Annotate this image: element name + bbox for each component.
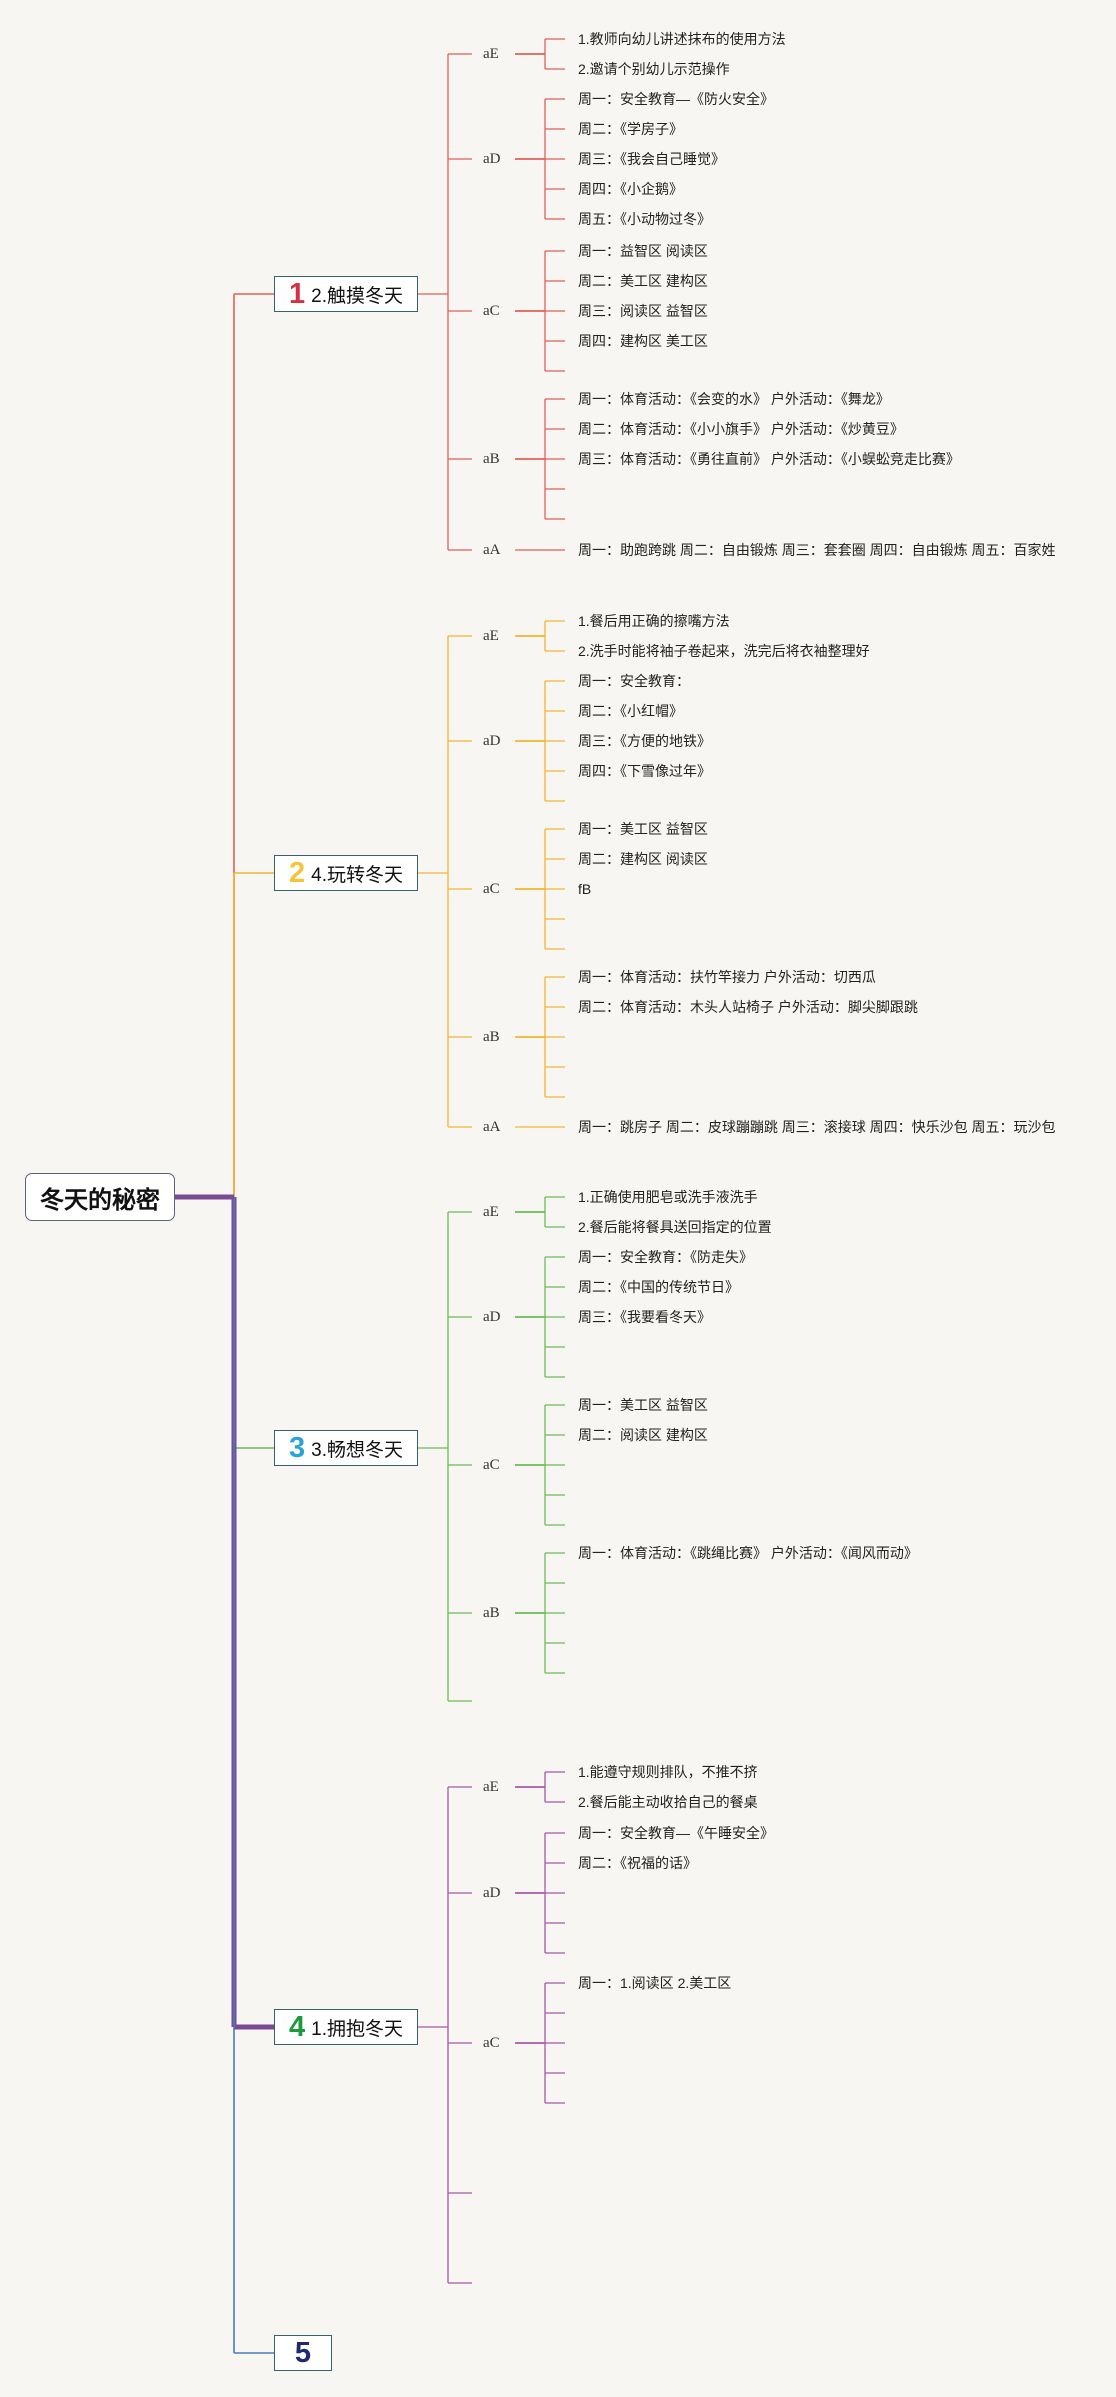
leaf-item[interactable]: 周二：《小红帽》	[578, 703, 683, 719]
sub-node-aC[interactable]: aC	[483, 2035, 500, 2051]
sub-node-aE[interactable]: aE	[483, 628, 499, 644]
leaf-item[interactable]: 周三：《我要看冬天》	[578, 1309, 711, 1325]
branch-number: 1	[289, 277, 306, 310]
branch-number: 2	[289, 856, 306, 889]
leaf-item[interactable]: 周三：体育活动：《勇往直前》 户外活动：《小蜈蚣竞走比赛》	[578, 451, 960, 467]
sub-node-aC[interactable]: aC	[483, 303, 500, 319]
leaf-item[interactable]: 1.能遵守规则排队，不推不挤	[578, 1764, 758, 1780]
leaf-item[interactable]: 周一：体育活动：《跳绳比赛》 户外活动：《闻风而动》	[578, 1545, 918, 1561]
sub-node-aA[interactable]: aA	[483, 542, 501, 558]
leaf-item[interactable]: 周一：安全教育—《午睡安全》	[578, 1825, 774, 1841]
leaf-item[interactable]: 周二：美工区 建构区	[578, 273, 708, 289]
sub-node-aD[interactable]: aD	[483, 151, 501, 167]
leaf-item[interactable]: 2.洗手时能将袖子卷起来，洗完后将衣袖整理好	[578, 643, 870, 659]
leaf-item[interactable]: 周三：《方便的地铁》	[578, 733, 711, 749]
leaf-item[interactable]: 周一：安全教育：	[578, 673, 690, 689]
sub-node-aC[interactable]: aC	[483, 881, 500, 897]
leaf-item[interactable]: 周二：《祝福的话》	[578, 1855, 697, 1871]
leaf-item[interactable]: 周五：《小动物过冬》	[578, 211, 711, 227]
sub-node-aD[interactable]: aD	[483, 1885, 501, 1901]
branch-label: 4.玩转冬天	[311, 864, 403, 886]
leaf-item[interactable]: 1.正确使用肥皂或洗手液洗手	[578, 1189, 758, 1205]
leaf-item[interactable]: 周一：跳房子 周二：皮球蹦蹦跳 周三：滚接球 周四：快乐沙包 周五：玩沙包	[578, 1119, 1056, 1135]
branch-node-5[interactable]: 5	[274, 2335, 332, 2371]
sub-node-aD[interactable]: aD	[483, 1309, 501, 1325]
leaf-item[interactable]: 周一：美工区 益智区	[578, 821, 708, 837]
branch-label: 1.拥抱冬天	[311, 2018, 403, 2040]
leaf-item[interactable]: 周三：《我会自己睡觉》	[578, 151, 725, 167]
leaf-item[interactable]: 周三：阅读区 益智区	[578, 303, 708, 319]
leaf-item[interactable]: 周一：体育活动：扶竹竿接力 户外活动：切西瓜	[578, 969, 876, 985]
branch-label: 2.触摸冬天	[311, 285, 403, 307]
leaf-item[interactable]: 周一：1.阅读区 2.美工区	[578, 1975, 732, 1991]
branch-number: 5	[294, 2336, 312, 2369]
sub-node-aA[interactable]: aA	[483, 1119, 501, 1135]
leaf-item[interactable]: 周二：建构区 阅读区	[578, 851, 708, 867]
leaf-item[interactable]: 周一：助跑跨跳 周二：自由锻炼 周三：套套圈 周四：自由锻炼 周五：百家姓	[578, 542, 1056, 558]
leaf-item[interactable]: 2.餐后能将餐具送回指定的位置	[578, 1219, 772, 1235]
sub-node-aD[interactable]: aD	[483, 733, 501, 749]
branch-number: 4	[289, 2010, 306, 2043]
leaf-item[interactable]: 周四：建构区 美工区	[578, 333, 708, 349]
leaf-item[interactable]: fB	[578, 881, 592, 897]
leaf-item[interactable]: 周二：阅读区 建构区	[578, 1427, 708, 1443]
leaf-item[interactable]: 1.餐后用正确的擦嘴方法	[578, 613, 730, 629]
sub-node-aB[interactable]: aB	[483, 1029, 500, 1045]
branch-number: 3	[289, 1431, 306, 1464]
leaf-item[interactable]: 周二：体育活动：木头人站椅子 户外活动：脚尖脚跟跳	[578, 999, 918, 1015]
sub-node-aE[interactable]: aE	[483, 1204, 499, 1220]
leaf-item[interactable]: 周一：益智区 阅读区	[578, 243, 708, 259]
leaf-item[interactable]: 周一：美工区 益智区	[578, 1397, 708, 1413]
sub-node-aE[interactable]: aE	[483, 1779, 499, 1795]
leaf-item[interactable]: 1.教师向幼儿讲述抹布的使用方法	[578, 31, 786, 47]
leaf-item[interactable]: 周二：体育活动：《小小旗手》 户外活动：《炒黄豆》	[578, 421, 904, 437]
sub-node-aE[interactable]: aE	[483, 46, 499, 62]
leaf-item[interactable]: 周二：《学房子》	[578, 121, 683, 137]
root-node[interactable]: 冬天的秘密	[25, 1173, 175, 1221]
sub-node-aB[interactable]: aB	[483, 1605, 500, 1621]
leaf-item[interactable]: 周四：《下雪像过年》	[578, 763, 711, 779]
leaf-item[interactable]: 2.餐后能主动收拾自己的餐桌	[578, 1794, 758, 1810]
sub-node-aC[interactable]: aC	[483, 1457, 500, 1473]
sub-node-aB[interactable]: aB	[483, 451, 500, 467]
leaf-item[interactable]: 周一：安全教育—《防火安全》	[578, 91, 774, 107]
leaf-item[interactable]: 2.邀请个别幼儿示范操作	[578, 61, 730, 77]
leaf-item[interactable]: 周一：安全教育：《防走失》	[578, 1249, 753, 1265]
leaf-item[interactable]: 周四：《小企鹅》	[578, 181, 683, 197]
branch-label: 3.畅想冬天	[311, 1439, 403, 1461]
leaf-item[interactable]: 周二：《中国的传统节日》	[578, 1279, 739, 1295]
leaf-item[interactable]: 周一：体育活动：《会变的水》 户外活动：《舞龙》	[578, 391, 890, 407]
